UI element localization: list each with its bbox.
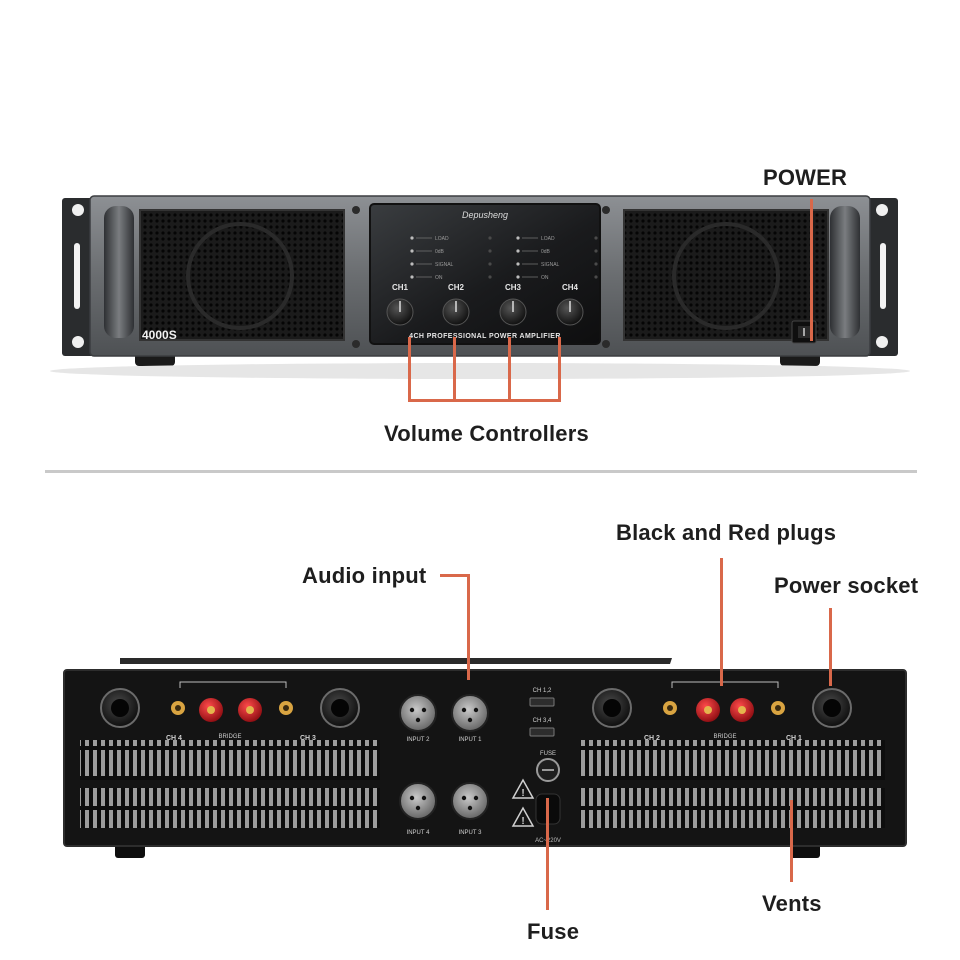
channel-label: CH4 <box>562 283 579 292</box>
indicator-led <box>516 275 520 279</box>
volume-knob-ch1[interactable] <box>386 298 414 326</box>
indicator-led <box>410 262 414 266</box>
indicator-label: LOAD <box>541 236 555 242</box>
amplifier-rear-panel: CH 4 BRIDGE CH 3 INPUT 2 INPUT 1 INPUT 4… <box>63 658 907 858</box>
indicator-label: 0dB <box>541 249 551 255</box>
fuse-holder[interactable] <box>536 758 560 782</box>
indicator-label: SIGNAL <box>541 262 560 268</box>
leader-line-vents <box>790 800 793 882</box>
indicator-led <box>516 236 520 240</box>
callout-power-socket: Power socket <box>774 573 919 598</box>
indicator-led <box>516 249 520 253</box>
indicator-led <box>594 236 598 240</box>
panel-caption: 4CH PROFESSIONAL POWER AMPLIFIER <box>409 333 561 340</box>
indicator-label: SIGNAL <box>435 262 454 268</box>
callout-power: POWER <box>763 165 848 190</box>
mode-label: CH 3,4 <box>533 718 552 724</box>
xlr-input-2[interactable] <box>399 694 437 732</box>
leader-line-power <box>810 199 813 341</box>
speakon-label: CH 3 <box>300 735 316 742</box>
callout-vents: Vents <box>762 891 822 916</box>
leader-line-volume <box>453 337 456 401</box>
speakon-label: CH 4 <box>166 735 182 742</box>
model-badge: 4000S <box>142 328 177 342</box>
speakon-label: CH 2 <box>644 735 660 742</box>
indicator-led <box>516 262 520 266</box>
indicator-label: LOAD <box>435 236 449 242</box>
mode-switch-ch34[interactable] <box>529 727 555 737</box>
leader-line-plugs <box>720 558 723 686</box>
bridge-label: BRIDGE <box>218 734 241 740</box>
indicator-led <box>410 275 414 279</box>
input-label: INPUT 3 <box>459 830 483 836</box>
speakon-connector-ch1[interactable] <box>812 688 852 728</box>
brand-logo: Depusheng <box>462 210 508 220</box>
callout-fuse: Fuse <box>527 919 580 944</box>
mode-label: CH 1,2 <box>533 688 552 694</box>
speakon-connector-ch2[interactable] <box>592 688 632 728</box>
indicator-led <box>594 249 598 253</box>
indicator-leds: LOAD 0dB SIGNAL ON LOAD 0dB SIGNAL ON <box>410 236 598 281</box>
indicator-label: ON <box>435 275 443 281</box>
indicator-led <box>488 249 492 253</box>
svg-text:!: ! <box>521 816 524 827</box>
leader-line-fuse <box>546 798 549 910</box>
indicator-led <box>594 262 598 266</box>
binding-post-red[interactable] <box>730 698 754 722</box>
indicator-led <box>488 275 492 279</box>
indicator-led <box>488 262 492 266</box>
callout-audio-input: Audio input <box>302 563 427 588</box>
mode-switch-ch12[interactable] <box>529 697 555 707</box>
channel-label: CH3 <box>505 283 522 292</box>
xlr-input-3[interactable] <box>451 782 489 820</box>
volume-knob-ch2[interactable] <box>442 298 470 326</box>
binding-post-black[interactable] <box>663 701 677 715</box>
bridge-label: BRIDGE <box>713 734 736 740</box>
volume-knob-ch3[interactable] <box>499 298 527 326</box>
speakon-label: CH 1 <box>786 735 802 742</box>
leader-line-audio-input <box>467 574 470 680</box>
xlr-input-1[interactable] <box>451 694 489 732</box>
indicator-led <box>410 249 414 253</box>
fuse-label: FUSE <box>540 751 556 757</box>
leader-line-volume <box>408 337 411 401</box>
xlr-input-4[interactable] <box>399 782 437 820</box>
binding-post-red[interactable] <box>238 698 262 722</box>
section-divider <box>45 470 917 473</box>
input-label: INPUT 1 <box>459 737 483 743</box>
channel-label: CH1 <box>392 283 409 292</box>
binding-post-black[interactable] <box>171 701 185 715</box>
input-label: INPUT 4 <box>407 830 431 836</box>
leader-line-volume <box>408 399 561 402</box>
indicator-led <box>410 236 414 240</box>
speakon-connector-ch3[interactable] <box>320 688 360 728</box>
svg-text:!: ! <box>521 788 524 799</box>
volume-knob-ch4[interactable] <box>556 298 584 326</box>
input-label: INPUT 2 <box>407 737 431 743</box>
amplifier-front-panel: Depusheng LOAD 0dB SIGNAL ON LOAD 0dB SIGNAL O… <box>50 195 910 379</box>
leader-line-volume <box>558 337 561 401</box>
indicator-led <box>594 275 598 279</box>
indicator-led <box>488 236 492 240</box>
leader-line-audio-input <box>440 574 470 577</box>
speakon-connector-ch4[interactable] <box>100 688 140 728</box>
callout-black-red-plugs: Black and Red plugs <box>616 520 837 545</box>
warning-icon: ! ! <box>511 778 535 827</box>
channel-label: CH2 <box>448 283 465 292</box>
indicator-label: ON <box>541 275 549 281</box>
indicator-label: 0dB <box>435 249 445 255</box>
leader-line-volume <box>508 337 511 401</box>
binding-post-black[interactable] <box>771 701 785 715</box>
leader-line-power-socket <box>829 608 832 686</box>
binding-post-red[interactable] <box>199 698 223 722</box>
binding-post-black[interactable] <box>279 701 293 715</box>
callout-volume-controllers: Volume Controllers <box>384 421 589 446</box>
binding-post-red[interactable] <box>696 698 720 722</box>
